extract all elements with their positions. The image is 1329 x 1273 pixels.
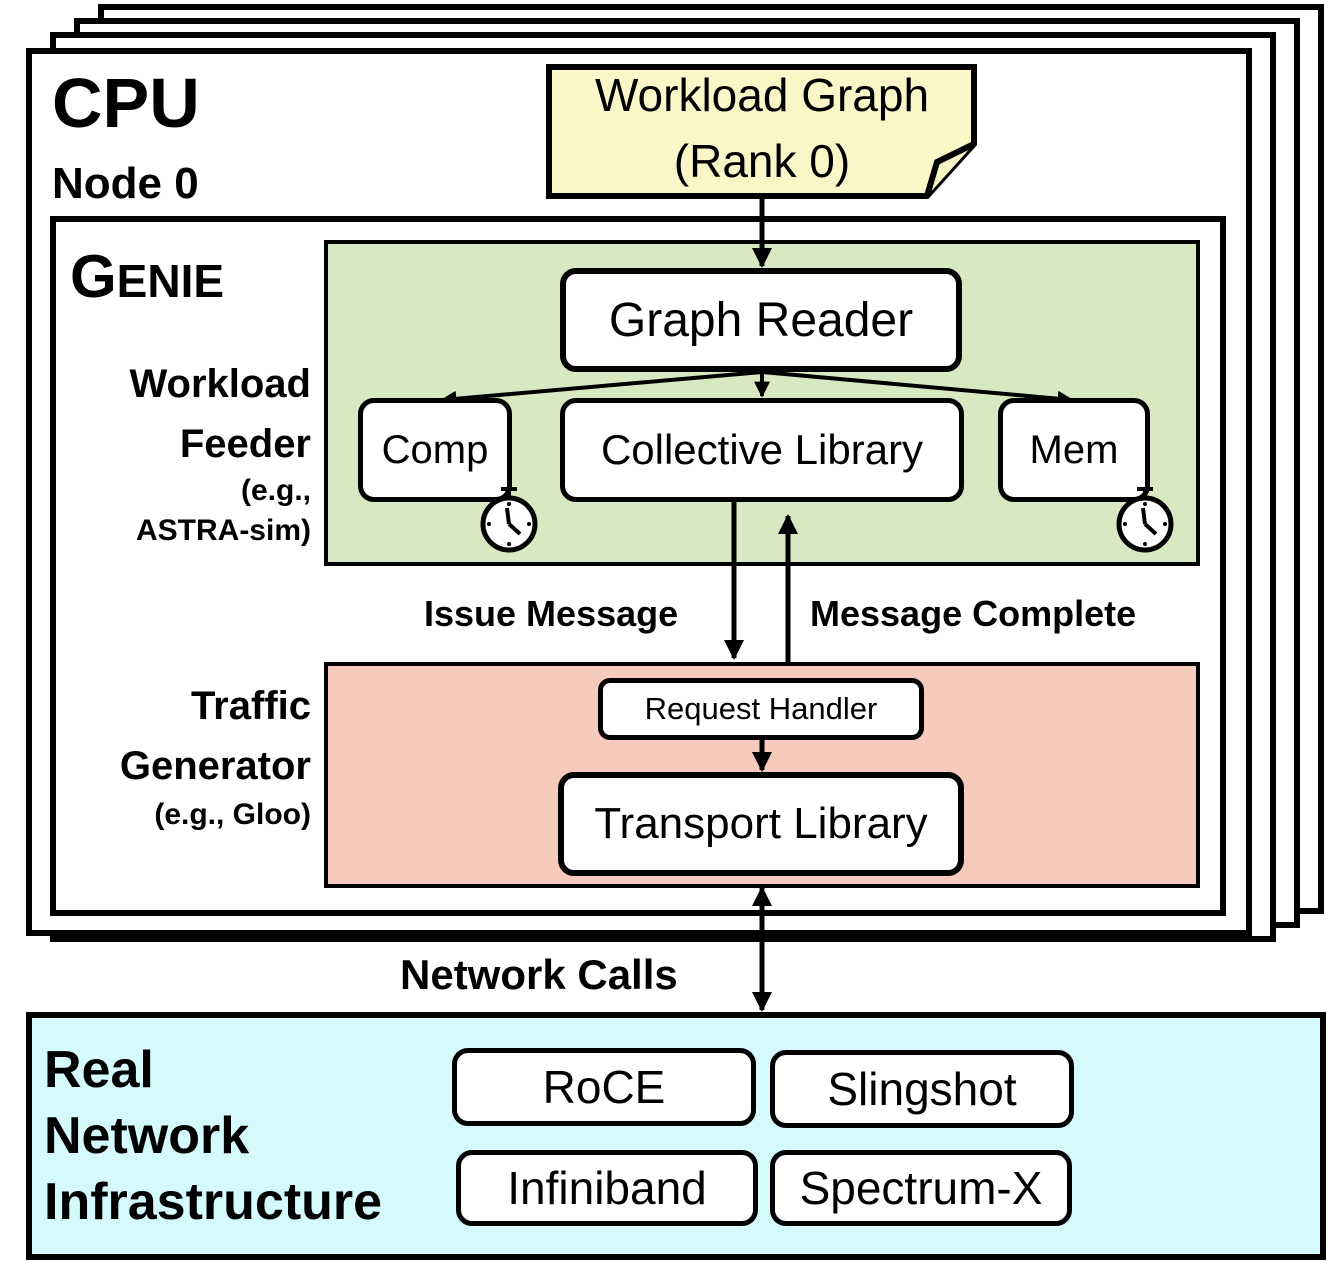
workload-feeder-line2: Feeder [179,422,311,466]
request-handler-box: Request Handler [598,678,924,740]
workload-graph-line1: Workload Graph [594,69,930,121]
genie-title: GENIE [70,247,224,307]
genie-title-initial: G [70,243,117,310]
transport-library-box: Transport Library [558,772,964,876]
workload-graph-title: Workload Graph (Rank 0) [548,72,976,184]
workload-feeder-line3: (e.g., [240,474,311,507]
network-infiniband: Infiniband [456,1150,758,1226]
traffic-generator-line1: Traffic [190,684,311,728]
network-calls-label: Network Calls [400,951,678,998]
stopwatch-icon [1116,487,1174,553]
node-label: Node 0 [52,159,199,208]
workload-graph-note [546,64,977,199]
traffic-generator-line3: (e.g., Gloo) [154,798,311,831]
mem-box: Mem [998,398,1150,502]
network-roce: RoCE [452,1048,756,1126]
network-slingshot: Slingshot [770,1050,1074,1128]
real-network-label: Real Network Infrastructure [44,1044,382,1228]
traffic-generator-line2: Generator [119,744,311,788]
collective-library-box: Collective Library [560,398,964,502]
issue-message-label: Issue Message [424,593,679,634]
graph-reader-box: Graph Reader [560,268,962,372]
arrow-reader-to-comp [440,370,763,407]
cpu-label: CPU [52,64,200,142]
workload-feeder-line1: Workload [129,362,311,406]
real-network-line1: Real [44,1041,154,1099]
workload-graph-line2: (Rank 0) [673,135,851,187]
comp-box: Comp [358,398,512,502]
stopwatch-icon [480,487,538,553]
real-network-line2: Network [44,1107,250,1165]
workload-feeder-line4: ASTRA-sim) [135,514,311,547]
genie-title-rest: ENIE [116,255,225,307]
network-spectrum-x: Spectrum-X [770,1150,1072,1226]
arrow-reader-to-mem [761,370,1074,407]
traffic-generator-label: Traffic Generator (e.g., Gloo) [120,686,311,830]
real-network-line3: Infrastructure [44,1173,383,1231]
workload-feeder-label: Workload Feeder (e.g., ASTRA-sim) [129,364,311,546]
message-complete-label: Message Complete [810,593,1137,634]
